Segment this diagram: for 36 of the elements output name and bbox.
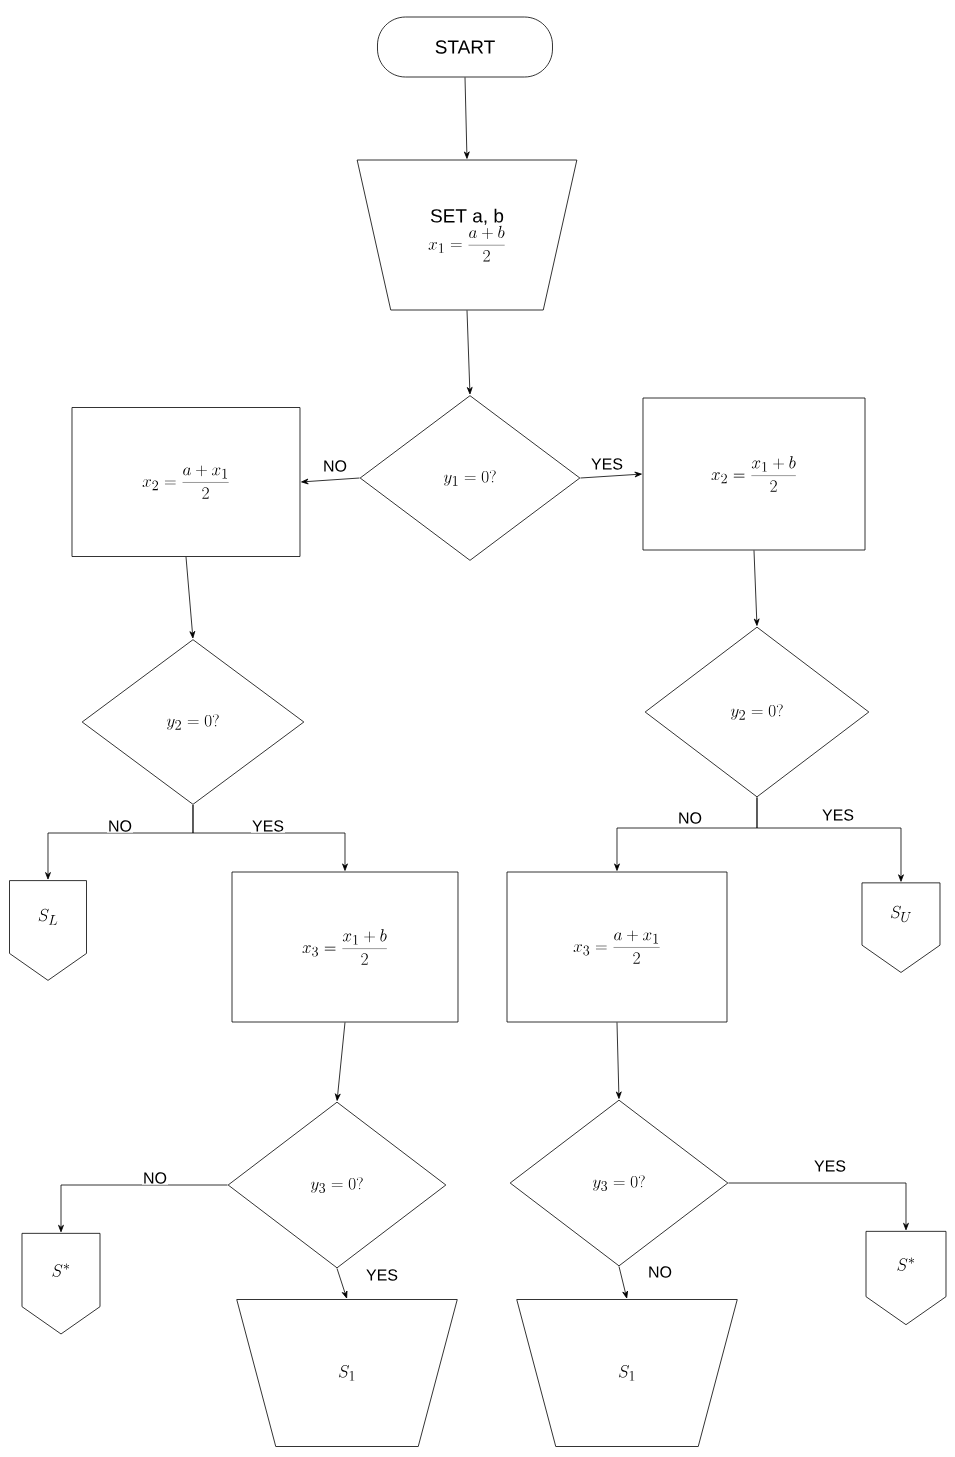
connector-pentagon: $S^{*}$ xyxy=(865,1230,947,1326)
arrow xyxy=(301,477,360,485)
edge-label: NO xyxy=(647,1265,673,1279)
edge-label: YES xyxy=(821,808,855,822)
arrow xyxy=(466,310,473,395)
arrow xyxy=(753,550,760,626)
process-box: $x_2 = \frac{a+x_1}{2}$ xyxy=(71,407,301,557)
edge-label: YES xyxy=(251,819,285,833)
edge-label: NO xyxy=(677,811,703,825)
edge-label: NO xyxy=(142,1171,168,1185)
trapezoid-box: SET a, b $x_1 = \frac{a+b}{2}$ xyxy=(356,159,578,311)
edge-label: YES xyxy=(590,457,624,471)
trapezoid-box: $S_1$ xyxy=(516,1299,738,1447)
process-box: $x_3 = \frac{x_1+b}{2}$ xyxy=(231,871,459,1023)
arrow xyxy=(728,1182,909,1231)
connector-pentagon: $S_L$ xyxy=(9,880,87,981)
arrow xyxy=(618,1266,628,1299)
arrow xyxy=(58,1184,228,1233)
edge-label: NO xyxy=(322,459,348,473)
arrow xyxy=(463,77,470,159)
terminal-box: START xyxy=(377,16,553,78)
arrow xyxy=(580,471,642,479)
arrow xyxy=(334,1022,346,1101)
edge-label: YES xyxy=(365,1268,399,1282)
process-box: $x_2 = \frac{x_1+b}{2}$ xyxy=(642,397,866,551)
arrow xyxy=(756,797,904,882)
connector-pentagon: $S^{*}$ xyxy=(21,1232,101,1335)
edge-label: NO xyxy=(107,819,133,833)
arrow xyxy=(192,804,348,871)
trapezoid-box: $S_1$ xyxy=(236,1299,458,1447)
edge-label: YES xyxy=(813,1159,847,1173)
process-box: $x_3 = \frac{a+x_1}{2}$ xyxy=(506,871,728,1023)
connector-pentagon: $S_U$ xyxy=(861,882,941,973)
arrow xyxy=(336,1268,348,1299)
arrow xyxy=(615,1022,622,1099)
arrow xyxy=(185,556,196,639)
